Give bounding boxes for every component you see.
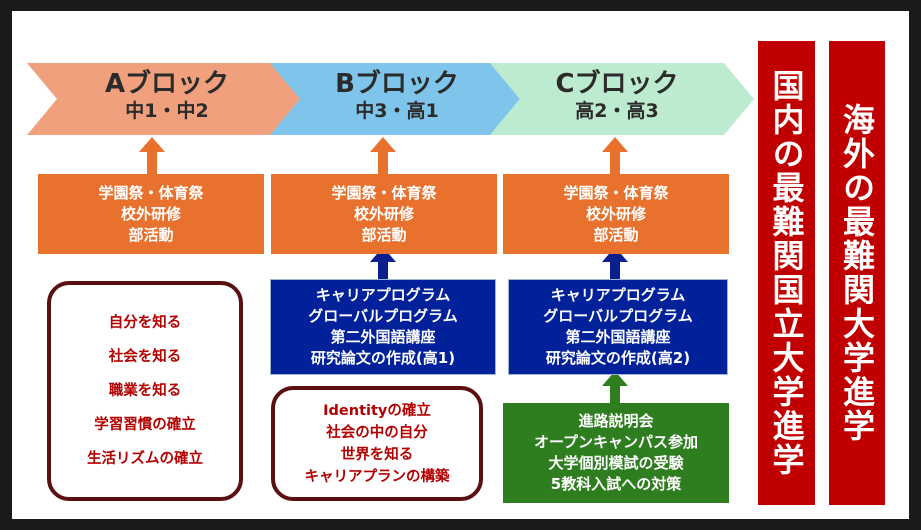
guidance-item: 大学個別模試の受験 [548, 454, 684, 472]
goal-item: Identityの確立 [323, 402, 431, 419]
goal-item: 世界を知る [340, 446, 414, 463]
green-arrow-c [602, 371, 628, 403]
chevron-a [27, 63, 300, 135]
activity-item: 学園祭・体育祭 [563, 183, 669, 202]
chevron-c [490, 63, 754, 135]
goal-item: 社会を知る [108, 349, 182, 365]
overseas-university-banner: 海外の最難関大学進学 [829, 41, 885, 505]
block-a-grades: 中1・中2 [125, 100, 209, 122]
block-a-title: Aブロック [104, 69, 230, 99]
goals-box-a: 自分を知る 社会を知る 職業を知る 学習習慣の確立 生活リズムの確立 [47, 281, 243, 501]
program-item: グローバルプログラム [543, 307, 693, 325]
block-c-title: Cブロック [555, 69, 679, 99]
programs-box-c: キャリアプログラム グローバルプログラム 第二外国語講座 研究論文の作成(高2) [508, 279, 728, 375]
domestic-university-banner: 国内の最難関国立大学進学 [758, 41, 815, 505]
chevron-b [270, 63, 520, 135]
activities-box-c: 学園祭・体育祭 校外研修 部活動 [503, 174, 729, 254]
guidance-box-c: 進路説明会 オープンキャンパス参加 大学個別模試の受験 5教科入試への対策 [503, 403, 729, 503]
program-item: グローバルプログラム [308, 307, 458, 325]
orange-arrow-b [370, 137, 396, 175]
program-item: キャリアプログラム [550, 286, 686, 304]
program-item: 研究論文の作成(高2) [545, 349, 691, 367]
program-item: 研究論文の作成(高1) [310, 349, 456, 367]
guidance-item: 進路説明会 [578, 412, 654, 430]
goal-item: 自分を知る [108, 315, 182, 331]
activity-item: 校外研修 [353, 204, 414, 223]
block-c-label: Cブロック 高2・高3 [522, 69, 712, 123]
arrow-layer [27, 63, 754, 403]
activity-item: 学園祭・体育祭 [98, 183, 204, 202]
program-item: キャリアプログラム [315, 286, 451, 304]
guidance-item: 5教科入試への対策 [550, 475, 682, 493]
program-item: 第二外国語講座 [330, 328, 436, 346]
block-b-label: Bブロック 中3・高1 [302, 69, 492, 123]
activity-item: 校外研修 [120, 204, 181, 223]
block-b-title: Bブロック [335, 69, 459, 99]
goals-box-b: Identityの確立 社会の中の自分 世界を知る キャリアプランの構築 [271, 386, 483, 501]
activity-item: 校外研修 [585, 204, 646, 223]
block-b-grades: 中3・高1 [355, 100, 439, 122]
goal-item: キャリアプランの構築 [304, 468, 450, 485]
blue-arrow-c [602, 247, 628, 279]
activities-box-b: 学園祭・体育祭 校外研修 部活動 [271, 174, 497, 254]
goal-item: 社会の中の自分 [326, 424, 428, 441]
orange-arrow-a [139, 137, 165, 175]
orange-arrow-c [602, 137, 628, 175]
activity-item: 部活動 [593, 225, 639, 244]
activity-item: 部活動 [361, 225, 407, 244]
block-c-grades: 高2・高3 [575, 100, 659, 122]
goal-item: 職業を知る [108, 383, 182, 399]
activities-box-a: 学園祭・体育祭 校外研修 部活動 [38, 174, 264, 254]
program-item: 第二外国語講座 [565, 328, 671, 346]
activity-item: 学園祭・体育祭 [331, 183, 437, 202]
guidance-item: オープンキャンパス参加 [533, 433, 699, 451]
diagram-canvas: Aブロック 中1・中2 Bブロック 中3・高1 Cブロック 高2・高3 学園祭・… [12, 11, 909, 519]
activity-item: 部活動 [128, 225, 174, 244]
block-a-label: Aブロック 中1・中2 [72, 69, 262, 123]
programs-box-b: キャリアプログラム グローバルプログラム 第二外国語講座 研究論文の作成(高1) [270, 279, 496, 375]
goal-item: 学習習慣の確立 [94, 417, 196, 433]
blue-arrow-b [370, 247, 396, 279]
goal-item: 生活リズムの確立 [87, 451, 203, 467]
